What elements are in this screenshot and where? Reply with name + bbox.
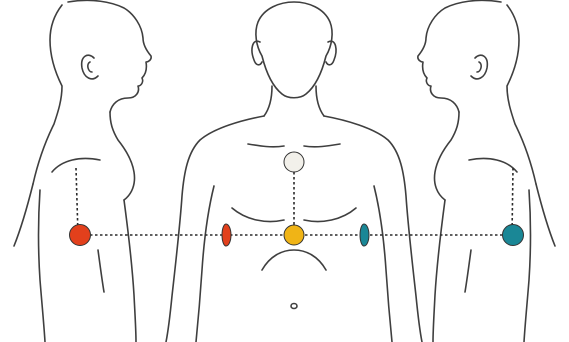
right-profile-arm-back (524, 190, 531, 342)
left-profile-back (14, 184, 33, 246)
front-clavicle-left (248, 144, 284, 147)
left-profile-arm-crease (98, 250, 104, 292)
front-pectoral-left (232, 208, 284, 222)
left-profile-ear-inner (88, 62, 92, 72)
right-profile-ear-inner (477, 62, 481, 72)
electrode-red-front (222, 224, 231, 246)
left-profile-arm-back (39, 190, 46, 342)
right-profile-face (418, 0, 501, 112)
front-torso-right (324, 116, 422, 342)
electrode-red-right-side (70, 225, 91, 246)
right-profile-chest (434, 112, 459, 200)
front-torso-left (166, 116, 264, 342)
front-clavicle-right (304, 144, 340, 147)
electrode-white (284, 152, 304, 172)
left-profile-ear (82, 55, 98, 79)
front-inner-arm-left (196, 186, 214, 342)
electrodes (70, 152, 524, 246)
front-inner-arm-right (374, 186, 392, 342)
front-head (256, 2, 332, 98)
left-profile-arm-front (124, 200, 136, 342)
right-profile-ear (471, 55, 487, 79)
left-profile-head-back (33, 5, 62, 184)
front-neck-left (264, 86, 272, 116)
front-rib-arch (262, 250, 326, 270)
front-neck-right (316, 86, 324, 116)
right-profile-back (536, 184, 555, 246)
front-navel (291, 304, 297, 309)
guide-lines (76, 162, 513, 235)
right-profile-head-back (507, 5, 536, 184)
left-profile-chest (110, 112, 135, 200)
front-pectoral-right (304, 208, 356, 222)
right-profile-arm-crease (465, 250, 471, 292)
right-profile-arm-shoulder (469, 159, 517, 173)
right-profile-figure (418, 0, 555, 342)
right-profile-arm-front (433, 200, 445, 342)
electrode-teal-front (360, 224, 369, 246)
electrode-yellow (284, 225, 304, 245)
left-profile-figure (14, 0, 151, 342)
left-profile-face (68, 0, 151, 112)
electrode-teal-left-side (503, 225, 524, 246)
